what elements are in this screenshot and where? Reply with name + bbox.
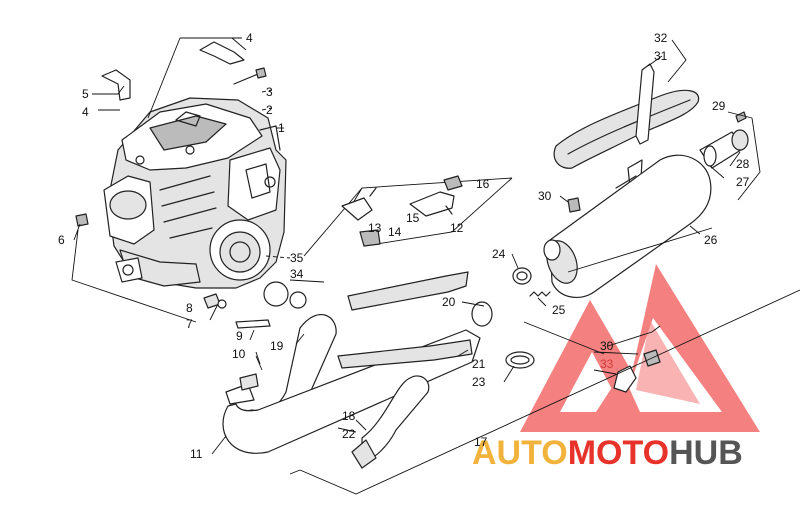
callout-8: 8 bbox=[186, 301, 193, 315]
svg-text:AUTOMOTOHUB: AUTOMOTOHUB bbox=[472, 434, 743, 472]
callout-25: 25 bbox=[552, 303, 566, 317]
callout-14: 14 bbox=[388, 225, 402, 239]
engine-mount-hardware bbox=[203, 281, 307, 329]
callout-19: 19 bbox=[270, 339, 284, 353]
exhaust-pipe-system bbox=[222, 267, 551, 469]
callout-27: 27 bbox=[736, 175, 750, 189]
callout-2: 2 bbox=[266, 103, 273, 117]
callout-13: 13 bbox=[368, 221, 382, 235]
watermark-text-moto: MOTO bbox=[568, 434, 669, 472]
watermark-triangle-icon bbox=[520, 264, 760, 432]
watermark-text-hub: HUB bbox=[669, 434, 743, 472]
callout-4b: 4 bbox=[82, 105, 89, 119]
callout-labels: 4 3 2 1 5 4 6 8 7 9 10 11 35 34 19 18 22… bbox=[58, 31, 750, 461]
callout-11: 11 bbox=[190, 447, 203, 461]
callout-15: 15 bbox=[406, 211, 420, 225]
watermark-logo: AUTOMOTOHUB bbox=[472, 264, 760, 472]
callout-34: 34 bbox=[290, 267, 304, 281]
callout-17: 17 bbox=[474, 435, 488, 449]
engine-assembly bbox=[103, 97, 287, 289]
callout-24: 24 bbox=[492, 247, 506, 261]
callout-16: 16 bbox=[476, 177, 490, 191]
callout-23: 23 bbox=[472, 375, 486, 389]
callout-28: 28 bbox=[736, 157, 750, 171]
callout-4a: 4 bbox=[246, 31, 253, 45]
callout-26: 26 bbox=[704, 233, 718, 247]
callout-30b: 30 bbox=[600, 339, 614, 353]
callout-31: 31 bbox=[654, 49, 668, 63]
callout-9: 9 bbox=[236, 329, 243, 343]
callout-5: 5 bbox=[82, 87, 89, 101]
callout-6: 6 bbox=[58, 233, 65, 247]
callout-21: 21 bbox=[472, 357, 486, 371]
callout-10: 10 bbox=[232, 347, 246, 361]
callout-22: 22 bbox=[342, 427, 356, 441]
bracket-group-12 bbox=[303, 175, 513, 257]
muffler-assembly bbox=[543, 63, 749, 393]
engine-leader-lines bbox=[71, 37, 325, 365]
watermark-text-auto: AUTO bbox=[472, 434, 568, 472]
callout-1: 1 bbox=[278, 121, 285, 135]
callout-33: 33 bbox=[600, 357, 614, 371]
callout-12: 12 bbox=[450, 221, 464, 235]
callout-29: 29 bbox=[712, 99, 726, 113]
callout-7: 7 bbox=[186, 317, 193, 331]
callout-30a: 30 bbox=[538, 189, 552, 203]
callout-35: 35 bbox=[290, 251, 304, 265]
muffler-leader-lines bbox=[211, 39, 800, 495]
callout-3: 3 bbox=[266, 85, 273, 99]
callout-20: 20 bbox=[442, 295, 456, 309]
engine-mount-brackets bbox=[75, 41, 267, 227]
callout-32: 32 bbox=[654, 31, 668, 45]
callout-18: 18 bbox=[342, 409, 356, 423]
